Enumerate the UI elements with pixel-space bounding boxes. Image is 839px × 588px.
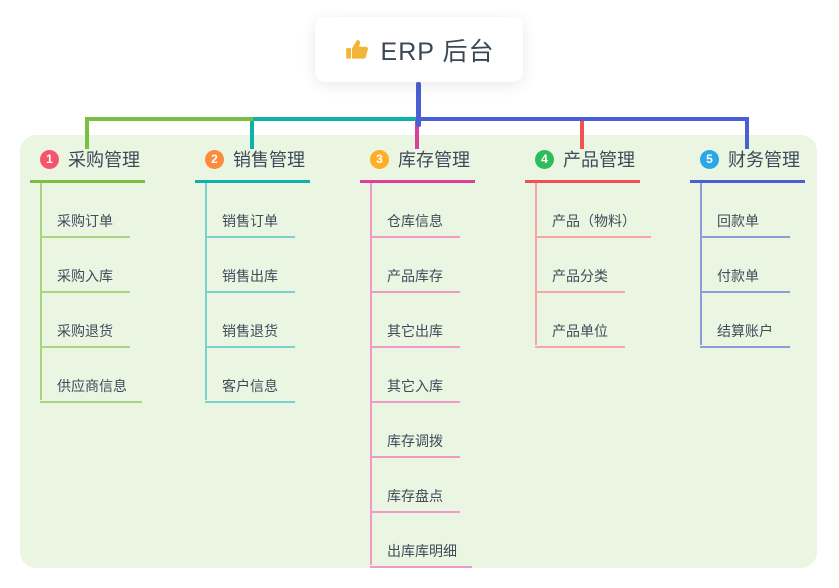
branch-label: 采购管理 (68, 150, 140, 170)
child-node[interactable]: 库存盘点 (370, 458, 460, 513)
child-node[interactable]: 出库库明细 (370, 513, 472, 568)
child-node[interactable]: 产品库存 (370, 238, 460, 293)
children-connector-line (40, 183, 42, 400)
child-node[interactable]: 结算账户 (700, 293, 790, 348)
children-connector-line (535, 183, 537, 345)
child-label: 仓库信息 (387, 213, 443, 229)
branch-node-sales[interactable]: 2 销售管理 (195, 146, 310, 183)
children-connector-line (205, 183, 207, 400)
child-label: 库存调拨 (387, 433, 443, 449)
root-title: ERP 后台 (380, 37, 495, 66)
branch-node-finance[interactable]: 5 财务管理 (690, 146, 805, 183)
child-label: 结算账户 (717, 323, 773, 339)
children-connector-line (370, 183, 372, 565)
branch-children: 采购订单 采购入库 采购退货 供应商信息 (40, 183, 145, 403)
child-label: 销售订单 (222, 213, 278, 229)
child-node[interactable]: 采购入库 (40, 238, 130, 293)
branch-number-badge: 2 (205, 149, 224, 169)
child-node[interactable]: 库存调拨 (370, 403, 460, 458)
branch-children: 销售订单 销售出库 销售退货 客户信息 (205, 183, 310, 403)
child-label: 库存盘点 (387, 488, 443, 504)
child-label: 产品分类 (552, 268, 608, 284)
branch-children: 产品（物料） 产品分类 产品单位 (535, 183, 651, 348)
child-node[interactable]: 销售退货 (205, 293, 295, 348)
child-node[interactable]: 产品单位 (535, 293, 625, 348)
child-node[interactable]: 采购退货 (40, 293, 130, 348)
child-node[interactable]: 供应商信息 (40, 348, 142, 403)
root-node[interactable]: ERP 后台 (315, 17, 523, 82)
branch-number-badge: 3 (370, 149, 389, 169)
branch-label: 销售管理 (233, 150, 305, 170)
child-node[interactable]: 采购订单 (40, 183, 130, 238)
child-node[interactable]: 销售订单 (205, 183, 295, 238)
child-label: 产品库存 (387, 268, 443, 284)
child-label: 回款单 (717, 213, 759, 229)
branch-drop-line-2 (250, 117, 254, 149)
child-node[interactable]: 其它入库 (370, 348, 460, 403)
branch-drop-line-4 (580, 117, 584, 149)
child-node[interactable]: 仓库信息 (370, 183, 460, 238)
child-label: 其它入库 (387, 378, 443, 394)
root-stem-line (416, 82, 421, 127)
branch-number-badge: 5 (700, 149, 719, 169)
branch-label: 产品管理 (563, 150, 635, 170)
branch-4-product: 4 产品管理 产品（物料） 产品分类 产品单位 (525, 146, 651, 348)
child-label: 产品（物料） (552, 213, 636, 229)
branch-children: 回款单 付款单 结算账户 (700, 183, 805, 348)
child-label: 采购订单 (57, 213, 113, 229)
child-label: 采购退货 (57, 323, 113, 339)
branch-node-product[interactable]: 4 产品管理 (525, 146, 640, 183)
branch-drop-line-3 (415, 120, 419, 149)
child-node[interactable]: 客户信息 (205, 348, 295, 403)
branch-drop-line-5 (745, 117, 749, 149)
branch-1-purchase: 1 采购管理 采购订单 采购入库 采购退货 供应商信息 (30, 146, 145, 403)
child-node[interactable]: 其它出库 (370, 293, 460, 348)
branch-label: 库存管理 (398, 150, 470, 170)
connector-rail-segment-teal (253, 117, 416, 121)
child-label: 供应商信息 (57, 378, 127, 394)
branch-label: 财务管理 (728, 150, 800, 170)
child-label: 销售出库 (222, 268, 278, 284)
branch-2-sales: 2 销售管理 销售订单 销售出库 销售退货 客户信息 (195, 146, 310, 403)
child-label: 其它出库 (387, 323, 443, 339)
child-node[interactable]: 产品（物料） (535, 183, 651, 238)
mindmap-canvas-panel (20, 135, 817, 568)
branch-children: 仓库信息 产品库存 其它出库 其它入库 库存调拨 库存盘点 出库库明细 (370, 183, 475, 568)
children-connector-line (700, 183, 702, 345)
branch-5-finance: 5 财务管理 回款单 付款单 结算账户 (690, 146, 805, 348)
child-label: 采购入库 (57, 268, 113, 284)
branch-drop-line-1 (85, 117, 89, 149)
connector-rail-segment-blue (416, 117, 749, 121)
branch-3-inventory: 3 库存管理 仓库信息 产品库存 其它出库 其它入库 库存调拨 库存盘点 出库库… (360, 146, 475, 568)
connector-rail-segment-green (86, 117, 253, 121)
branch-node-purchase[interactable]: 1 采购管理 (30, 146, 145, 183)
thumbs-up-icon (344, 37, 370, 63)
branch-number-badge: 1 (40, 149, 59, 169)
child-label: 付款单 (717, 268, 759, 284)
child-label: 出库库明细 (387, 543, 457, 559)
child-node[interactable]: 销售出库 (205, 238, 295, 293)
child-label: 客户信息 (222, 378, 278, 394)
branch-number-badge: 4 (535, 149, 554, 169)
child-node[interactable]: 产品分类 (535, 238, 625, 293)
child-node[interactable]: 回款单 (700, 183, 790, 238)
child-label: 销售退货 (222, 323, 278, 339)
child-node[interactable]: 付款单 (700, 238, 790, 293)
child-label: 产品单位 (552, 323, 608, 339)
branch-node-inventory[interactable]: 3 库存管理 (360, 146, 475, 183)
